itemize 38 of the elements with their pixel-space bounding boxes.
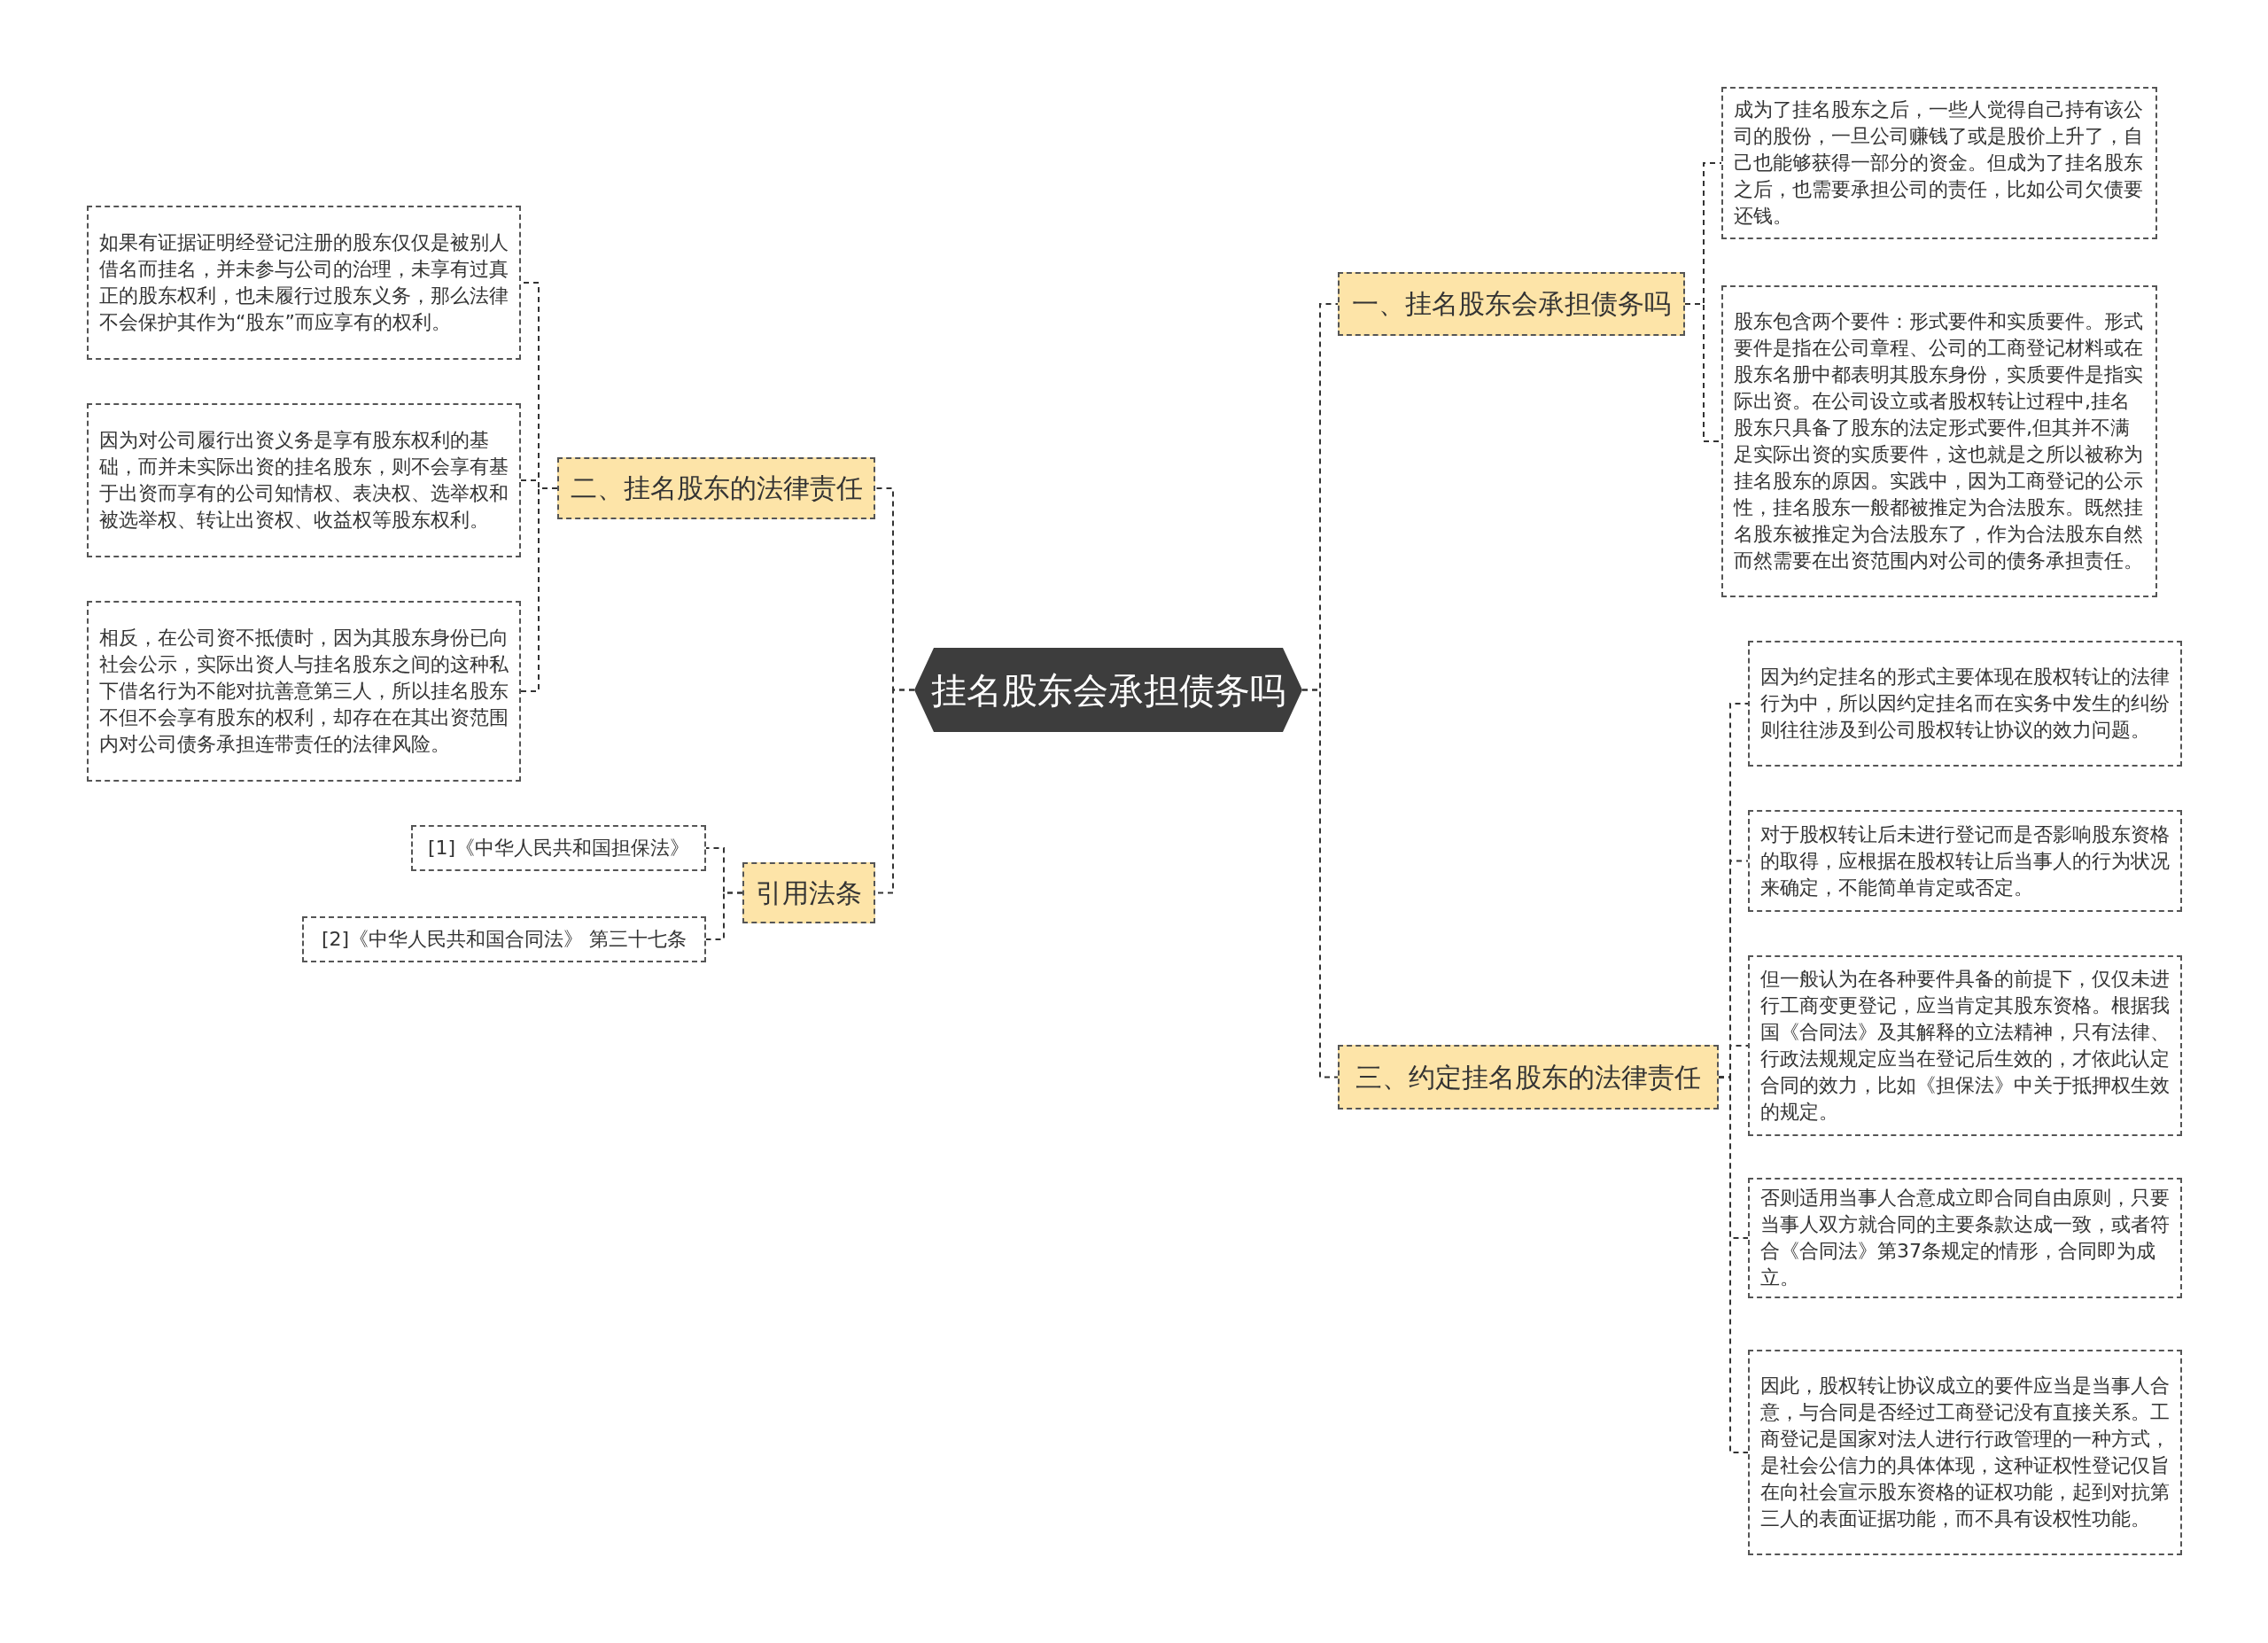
note-text: 股东包含两个要件：形式要件和实质要件。形式要件是指在公司章程、公司的工商登记材料或在股东名册中都表明其股东身份，实质要件是指实际出资。在公司设立或者股权转让过程中,挂名股东只具备了股东的法定形式要件,但其并不满足实际出资的实质要件，这也就是之所以被称为挂名股东的原因。实践中，因为工商登记的公示性，挂名股东一般都被推定为合法股东。既然挂名股东被推定为合法股东了，作为合法股东自然而然需要在出资范围内对公司的债务承担责任。 (1734, 309, 2144, 573)
connector-line (1301, 689, 1339, 1078)
branch-topic-box (557, 457, 875, 519)
connector-line (705, 892, 743, 940)
note-box (87, 601, 521, 782)
note-box (1721, 87, 2157, 239)
note-box (87, 403, 521, 557)
branch-topic-text: 一、挂名股东会承担债务吗 (1352, 288, 1671, 320)
note-box (1748, 955, 2182, 1136)
branch-topic-text: 二、挂名股东的法律责任 (570, 472, 863, 504)
note-text: 如果有证据证明经登记注册的股东仅仅是被别人借名而挂名，并未参与公司的治理，未享有过真正的股东权利，也未履行过股东义务，那么法律不会保护其作为“股东”而应享有的权利。 (99, 230, 509, 335)
branch-topic-text: 三、约定挂名股东的法律责任 (1355, 1061, 1701, 1094)
connector-line (520, 487, 558, 692)
branch-topic-box (1338, 272, 1685, 336)
note-text: 相反，在公司资不抵债时，因为其股东身份已向社会公示，实际出资人与挂名股东之间的这种私下借名行为不能对抗善意第三人，所以挂名股东不但不会享有股东的权利，却存在在其出资范围内对公司债务承担连带责任的法律风险。 (99, 626, 509, 757)
note-text: 对于股权转让后未进行登记而是否影响股东资格的取得，应根据在股权转让后当事人的行为状况来确定，不能简单肯定或否定。 (1760, 822, 2170, 900)
citation-box (302, 916, 706, 962)
central-topic-hexagon (914, 648, 1302, 732)
note-text: 因为约定挂名的形式主要体现在股权转让的法律行为中，所以因约定挂名而在实务中发生的纠纷则往往涉及到公司股权转让协议的效力问题。 (1760, 665, 2170, 743)
note-box (1748, 1350, 2182, 1555)
central-topic-text: 挂名股东会承担债务吗 (931, 668, 1285, 712)
note-box (1748, 810, 2182, 912)
citation-box (411, 825, 706, 871)
branch-topic-box (1338, 1045, 1719, 1110)
note-text: 成为了挂名股东之后，一些人觉得自己持有该公司的股份，一旦公司赚钱了或是股价上升了，自己也能够获得一部分的资金。但成为了挂名股东之后，也需要承担公司的责任，比如公司欠债要还钱。 (1734, 97, 2144, 229)
citation-text: [2]《中华人民共和国合同法》 第三十七条 (321, 927, 687, 952)
note-text: 否则适用当事人合意成立即合同自由原则，只要当事人双方就合同的主要条款达成一致，或者符合《合同法》第37条规定的情形，合同即为成立。 (1760, 1186, 2170, 1290)
note-box (1721, 285, 2157, 597)
citation-text: [1]《中华人民共和国担保法》 (427, 836, 690, 860)
note-box (1748, 1178, 2182, 1298)
note-box (1748, 641, 2182, 767)
note-text: 因此，股权转让协议成立的要件应当是当事人合意，与合同是否经过工商登记没有直接关系。工商登记是国家对法人进行行政管理的一种方式，是社会公信力的具体体现，这种证权性登记仅旨在向社会宣示股东资格的证权功能，起到对抗第三人的表面证据功能，而不具有设权性功能。 (1760, 1374, 2170, 1531)
note-text: 因为对公司履行出资义务是享有股东权利的基础，而并未实际出资的挂名股东，则不会享有基于出资而享有的公司知情权、表决权、选举权和被选举权、转让出资权、收益权等股东权利。 (99, 428, 509, 533)
connector-line (1718, 1076, 1749, 1453)
branch-topic-text: 引用法条 (756, 876, 862, 909)
branch-topic-box (742, 862, 875, 923)
note-text: 但一般认为在各种要件具备的前提下，仅仅未进行工商变更登记，应当肯定其股东资格。根据我国《合同法》及其解释的立法精神，只有法律、行政法规规定应当在登记后生效的，才依此认定合同的效力，比如《担保法》中关于抵押权生效的规定。 (1760, 967, 2170, 1125)
note-box (87, 206, 521, 360)
